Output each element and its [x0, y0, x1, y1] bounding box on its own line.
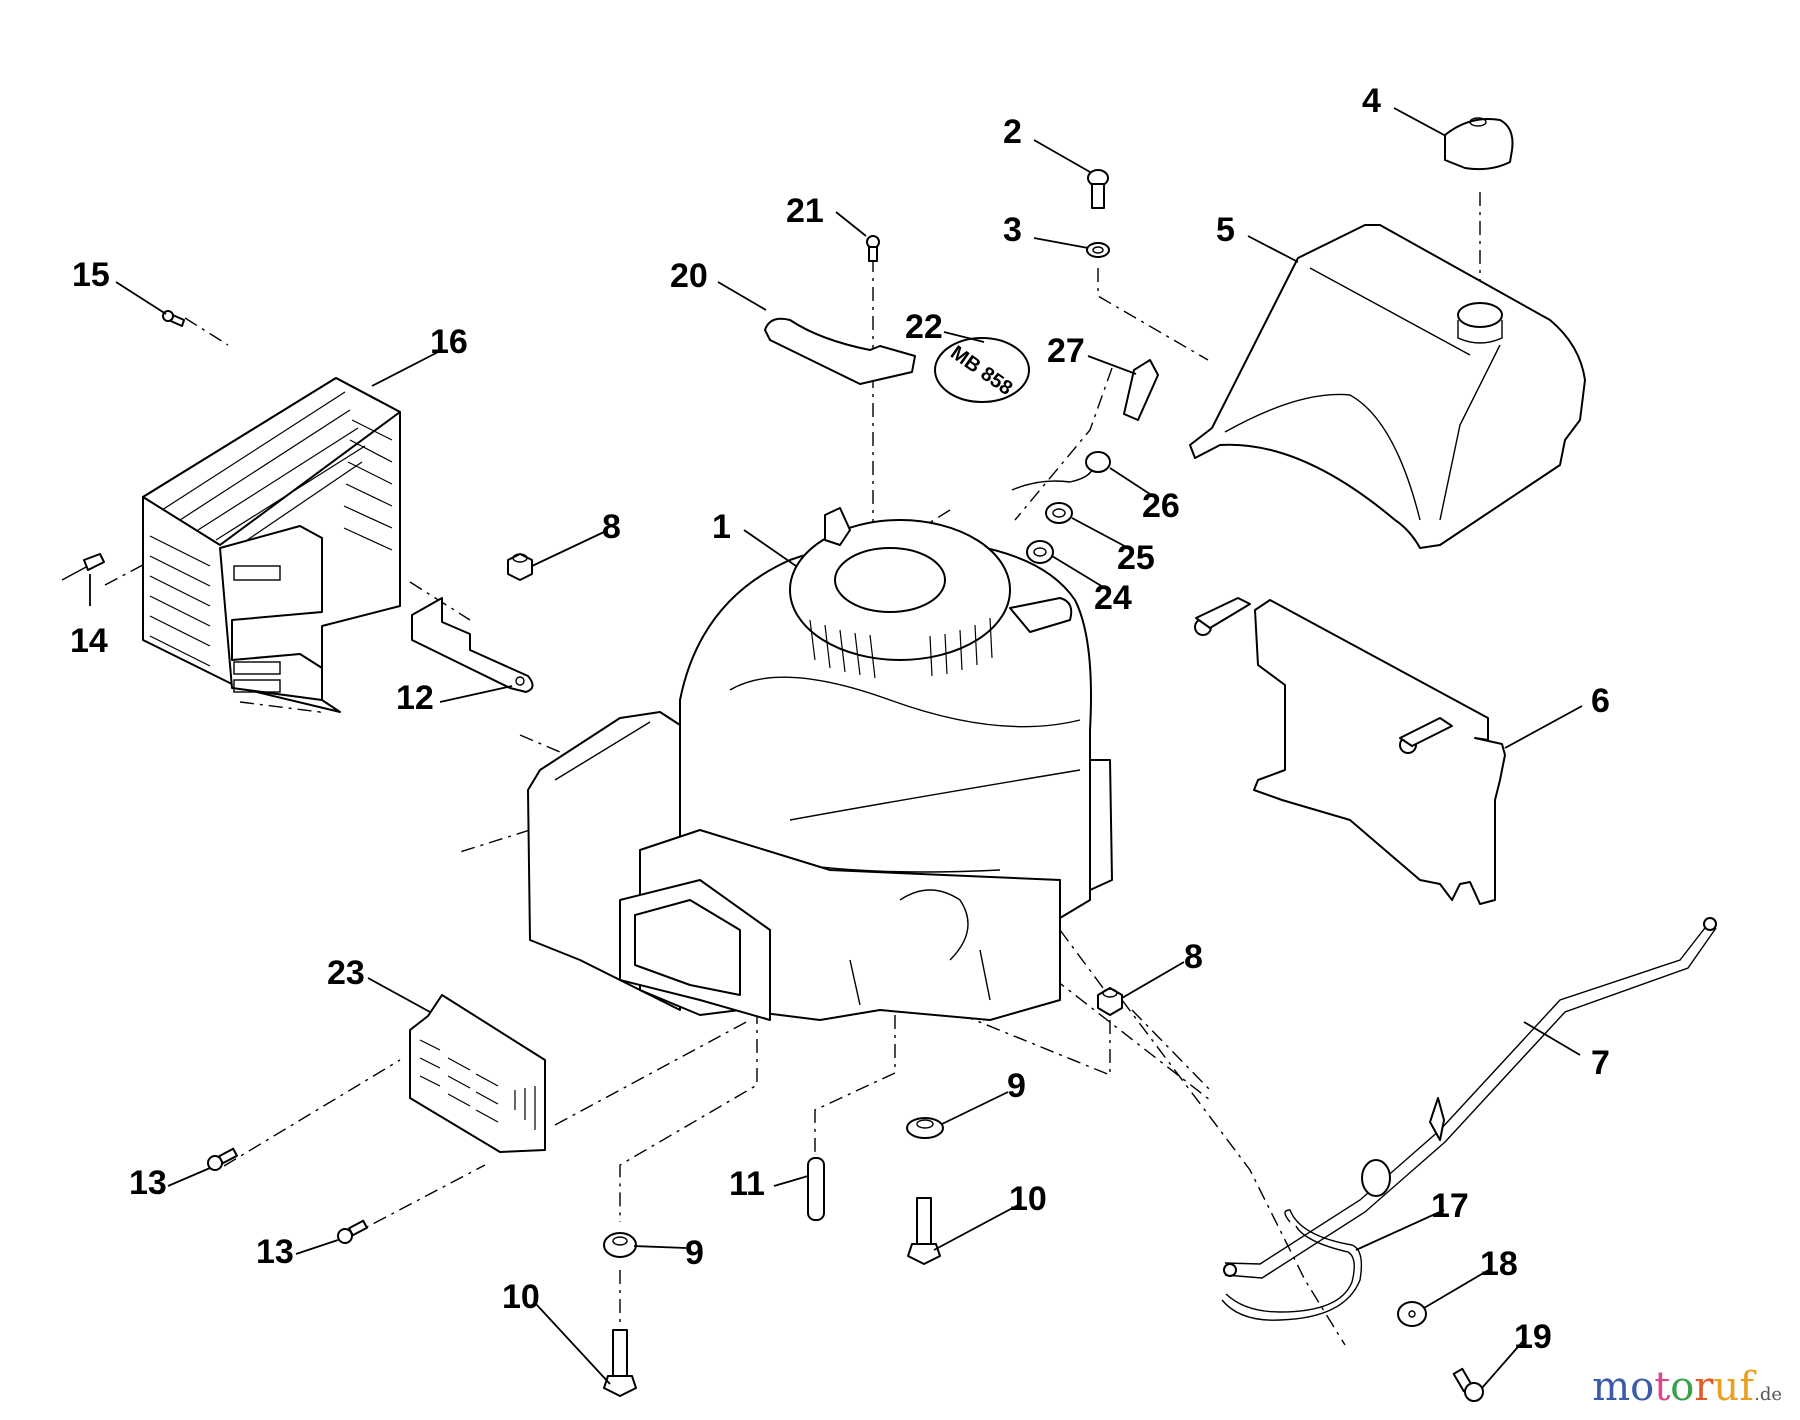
watermark-letter: o [1670, 1364, 1695, 1410]
label-23: 23 [327, 954, 365, 992]
label-13a: 13 [129, 1164, 167, 1202]
key-11-part [807, 1157, 825, 1221]
spacer-9b-part [603, 1232, 637, 1258]
label-17: 17 [1431, 1187, 1469, 1225]
screw-21-part [866, 235, 880, 262]
label-10a: 10 [1009, 1180, 1047, 1218]
rivet-14-part [61, 553, 105, 581]
fuel-tank-5-part [1189, 224, 1586, 549]
watermark-letter: u [1713, 1364, 1740, 1410]
screw-15-part [162, 310, 185, 327]
fuel-cap-4-part [1444, 117, 1514, 171]
screw-13b-part [337, 1219, 368, 1244]
decal-22-part: MB 858 [934, 337, 1030, 403]
lock-washer-24-part [1026, 540, 1054, 564]
label-7: 7 [1591, 1044, 1610, 1082]
label-27: 27 [1047, 332, 1085, 370]
watermark-suffix: .de [1754, 1384, 1782, 1405]
label-20: 20 [670, 257, 708, 295]
watermark-letter: r [1694, 1364, 1714, 1410]
screw-19-part [1452, 1367, 1484, 1402]
label-8b: 8 [1184, 938, 1203, 976]
spacer-9a-part [906, 1117, 944, 1139]
label-2: 2 [1003, 113, 1022, 151]
leader-lines [89, 107, 1583, 1389]
label-11: 11 [729, 1165, 765, 1203]
label-4: 4 [1362, 82, 1381, 120]
watermark-letter: o [1630, 1364, 1655, 1410]
watermark-letter: f [1739, 1364, 1755, 1410]
watermark-letter: m [1592, 1364, 1631, 1410]
label-9a: 9 [1007, 1067, 1026, 1105]
label-18: 18 [1480, 1245, 1518, 1283]
label-12: 12 [396, 679, 434, 717]
muffler-guard-23-part [409, 994, 546, 1153]
label-14: 14 [70, 622, 108, 660]
watermark-logo: motoruf.de [1592, 1364, 1782, 1410]
label-21: 21 [786, 192, 824, 230]
screw-13a-part [207, 1147, 238, 1171]
fuel-line-7-part [1223, 917, 1717, 1279]
engine-shield-part [142, 377, 401, 713]
tank-bracket-6-part [1194, 597, 1506, 905]
watermark-letter: t [1654, 1364, 1671, 1410]
label-15: 15 [72, 256, 110, 294]
label-22: 22 [905, 308, 943, 346]
label-24: 24 [1094, 579, 1132, 617]
washer-3-part [1086, 242, 1110, 258]
label-3: 3 [1003, 211, 1022, 249]
label-19: 19 [1514, 1318, 1552, 1356]
watermark-text: motoruf [1592, 1364, 1754, 1410]
label-10b: 10 [502, 1278, 540, 1316]
label-25: 25 [1117, 539, 1155, 577]
label-6: 6 [1591, 682, 1610, 720]
bolt-10b-part [603, 1329, 637, 1397]
label-1: 1 [712, 508, 731, 546]
strap-bracket-part [411, 597, 534, 693]
stud-27-part [1123, 359, 1159, 421]
label-26: 26 [1142, 487, 1180, 525]
label-8a: 8 [602, 508, 621, 546]
ground-terminal-26-part [1011, 451, 1111, 491]
hose-17-part [1221, 1209, 1363, 1321]
engine-part [527, 507, 1113, 1021]
washer-18-part [1397, 1301, 1427, 1327]
bolt-10a-part [907, 1197, 941, 1265]
washer-25-part [1045, 502, 1073, 524]
bolt-2-part [1087, 169, 1109, 209]
nut-8a-part [507, 553, 533, 581]
label-16: 16 [430, 323, 468, 361]
label-5: 5 [1216, 211, 1235, 249]
label-9b: 9 [685, 1234, 704, 1272]
label-13b: 13 [256, 1233, 294, 1271]
nut-8b-part [1097, 987, 1123, 1016]
plate-20-part [764, 317, 916, 385]
callout-labels: 1 2 3 4 5 6 7 8 8 9 9 10 10 11 12 13 13 … [70, 82, 1610, 1356]
